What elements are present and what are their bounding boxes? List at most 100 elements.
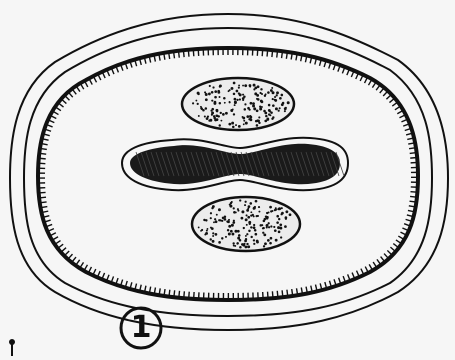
stipple-dot [249, 109, 251, 111]
stipple-dot [243, 120, 245, 122]
stipple-dot [229, 89, 231, 91]
stipple-dot [221, 220, 223, 222]
stipple-dot [209, 85, 211, 87]
cilium [39, 153, 46, 154]
cilium [410, 158, 417, 159]
stipple-dot [239, 246, 242, 249]
stipple-dot [259, 106, 261, 108]
stipple-dot [211, 91, 214, 94]
stipple-dot [278, 218, 280, 220]
stipple-dot [267, 91, 270, 94]
stipple-dot [289, 213, 292, 216]
cilium [389, 98, 394, 102]
stipple-dot [250, 236, 252, 238]
stipple-dot [215, 115, 217, 117]
stipple-dot [212, 235, 214, 237]
cilium [272, 50, 273, 57]
stipple-dot [248, 118, 250, 120]
stipple-dot [274, 99, 277, 102]
stipple-dot [242, 117, 245, 120]
stipple-dot [259, 107, 262, 110]
stipple-dot [285, 218, 287, 220]
stipple-dot [231, 233, 234, 236]
stipple-dot [285, 107, 287, 109]
cilium [64, 251, 69, 256]
stipple-dot [197, 103, 199, 105]
stipple-dot [271, 118, 273, 120]
stipple-dot [212, 240, 215, 243]
stipple-dot [264, 242, 267, 245]
stipple-dot [232, 242, 234, 244]
stipple-dot [264, 218, 267, 221]
stipple-dot [214, 90, 217, 93]
stipple-dot [274, 96, 276, 98]
stipple-dot [207, 116, 209, 118]
stipple-dot [243, 123, 245, 125]
stipple-dot [232, 126, 235, 129]
stipple-dot [273, 226, 275, 228]
cilium [386, 94, 391, 99]
stipple-dot [234, 104, 236, 106]
stipple-dot [228, 233, 231, 236]
stipple-dot [242, 97, 245, 100]
stipple-dot [276, 221, 279, 224]
stipple-dot [280, 213, 282, 215]
cilium [169, 290, 170, 297]
stipple-dot [256, 109, 259, 112]
stipple-dot [245, 235, 247, 237]
stipple-dot [262, 232, 264, 234]
stipple-dot [244, 84, 247, 87]
stipple-dot [253, 226, 256, 229]
cilium [277, 291, 278, 298]
cilium [410, 153, 417, 154]
stipple-dot [234, 98, 237, 101]
stipple-dot [264, 112, 267, 115]
stipple-dot [231, 224, 234, 227]
stipple-dot [205, 98, 208, 101]
stipple-dot [270, 237, 273, 240]
stipple-dot [216, 214, 218, 216]
stipple-dot [223, 97, 226, 100]
stipple-dot [237, 230, 240, 233]
cilium [65, 95, 70, 100]
stipple-dot [258, 206, 260, 208]
stipple-dot [268, 222, 270, 224]
stipple-dot [232, 221, 235, 224]
stipple-dot [214, 96, 217, 99]
stipple-dot [279, 97, 282, 100]
stipple-dot [250, 226, 252, 228]
stipple-dot [216, 110, 218, 112]
stipple-dot [239, 93, 242, 96]
stipple-dot [237, 208, 239, 210]
stipple-dot [281, 207, 283, 209]
cilium [68, 254, 73, 259]
stipple-dot [258, 116, 260, 118]
cilium [277, 51, 278, 58]
stipple-dot [250, 102, 253, 105]
cilium [267, 50, 268, 57]
stipple-dot [275, 239, 278, 242]
stipple-dot [278, 231, 281, 234]
stipple-dot [208, 92, 211, 95]
stipple-dot [246, 224, 248, 226]
cilium [188, 50, 189, 57]
stipple-dot [247, 245, 250, 248]
cilium [387, 250, 392, 255]
stipple-dot [238, 234, 241, 237]
stipple-dot [212, 232, 214, 234]
stipple-dot [204, 233, 206, 235]
stipple-dot [249, 202, 252, 205]
stipple-dot [247, 216, 250, 219]
stipple-dot [192, 102, 194, 104]
cilium [193, 49, 194, 56]
cilium [292, 289, 293, 296]
stipple-dot [272, 98, 274, 100]
stipple-dot [220, 120, 222, 122]
stipple-dot [272, 210, 274, 212]
stipple-dot [234, 101, 237, 104]
stipple-dot [236, 90, 239, 93]
cilium [164, 289, 165, 296]
stipple-dot [206, 230, 208, 232]
